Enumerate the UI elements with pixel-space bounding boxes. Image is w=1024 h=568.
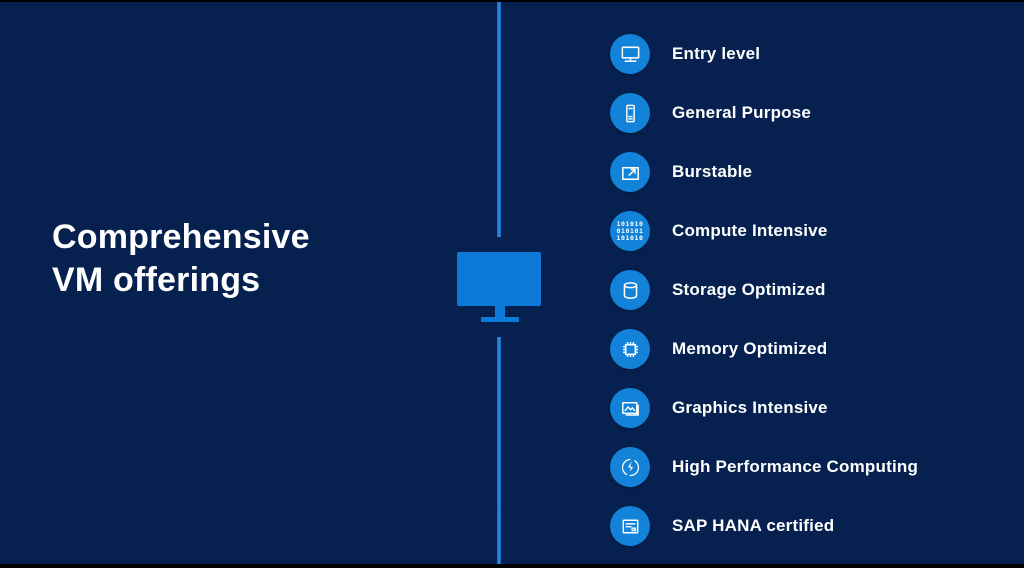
binary-row: 101010 [616, 219, 644, 228]
list-item-label: Compute Intensive [672, 221, 828, 240]
list-item-compute-intensive: 101010 010101 101010 Compute Intensive [610, 211, 918, 251]
lightning-icon [610, 447, 650, 487]
vm-offerings-list: Entry level General Purpose [610, 34, 918, 546]
list-item-graphics-intensive: Graphics Intensive [610, 388, 918, 428]
connector-line-top [497, 2, 501, 237]
smartphone-icon [610, 93, 650, 133]
list-item-label: Memory Optimized [672, 339, 828, 358]
list-item-general-purpose: General Purpose [610, 93, 918, 133]
list-item-label: Entry level [672, 44, 761, 63]
binary-row: 101010 [616, 233, 644, 242]
slide-title-line1: Comprehensive [52, 218, 310, 256]
letterbox-bar-top [0, 0, 1024, 2]
list-item-entry-level: Entry level [610, 34, 918, 74]
slide-title-line2: VM offerings [52, 261, 261, 299]
chip-icon [610, 329, 650, 369]
slide-title: Comprehensive VM offerings [52, 216, 310, 302]
form-icon [610, 506, 650, 546]
list-item-label: High Performance Computing [672, 457, 919, 476]
binary-row: 010101 [616, 226, 644, 235]
connector-line-bottom [497, 337, 501, 564]
list-item-memory-optimized: Memory Optimized [610, 329, 918, 369]
list-item-label: Burstable [672, 162, 753, 181]
letterbox-bar-bottom [0, 564, 1024, 568]
desktop-icon [610, 34, 650, 74]
expand-arrow-icon [610, 152, 650, 192]
database-icon [610, 270, 650, 310]
binary-code-icon: 101010 010101 101010 [610, 211, 650, 251]
image-icon [610, 388, 650, 428]
list-item-burstable: Burstable [610, 152, 918, 192]
list-item-sap-hana-certified: SAP HANA certified [610, 506, 918, 546]
list-item-label: Graphics Intensive [672, 398, 828, 417]
list-item-storage-optimized: Storage Optimized [610, 270, 918, 310]
list-item-label: Storage Optimized [672, 280, 826, 299]
list-item-high-performance-computing: High Performance Computing [610, 447, 918, 487]
list-item-label: SAP HANA certified [672, 516, 835, 535]
list-item-label: General Purpose [672, 103, 812, 122]
